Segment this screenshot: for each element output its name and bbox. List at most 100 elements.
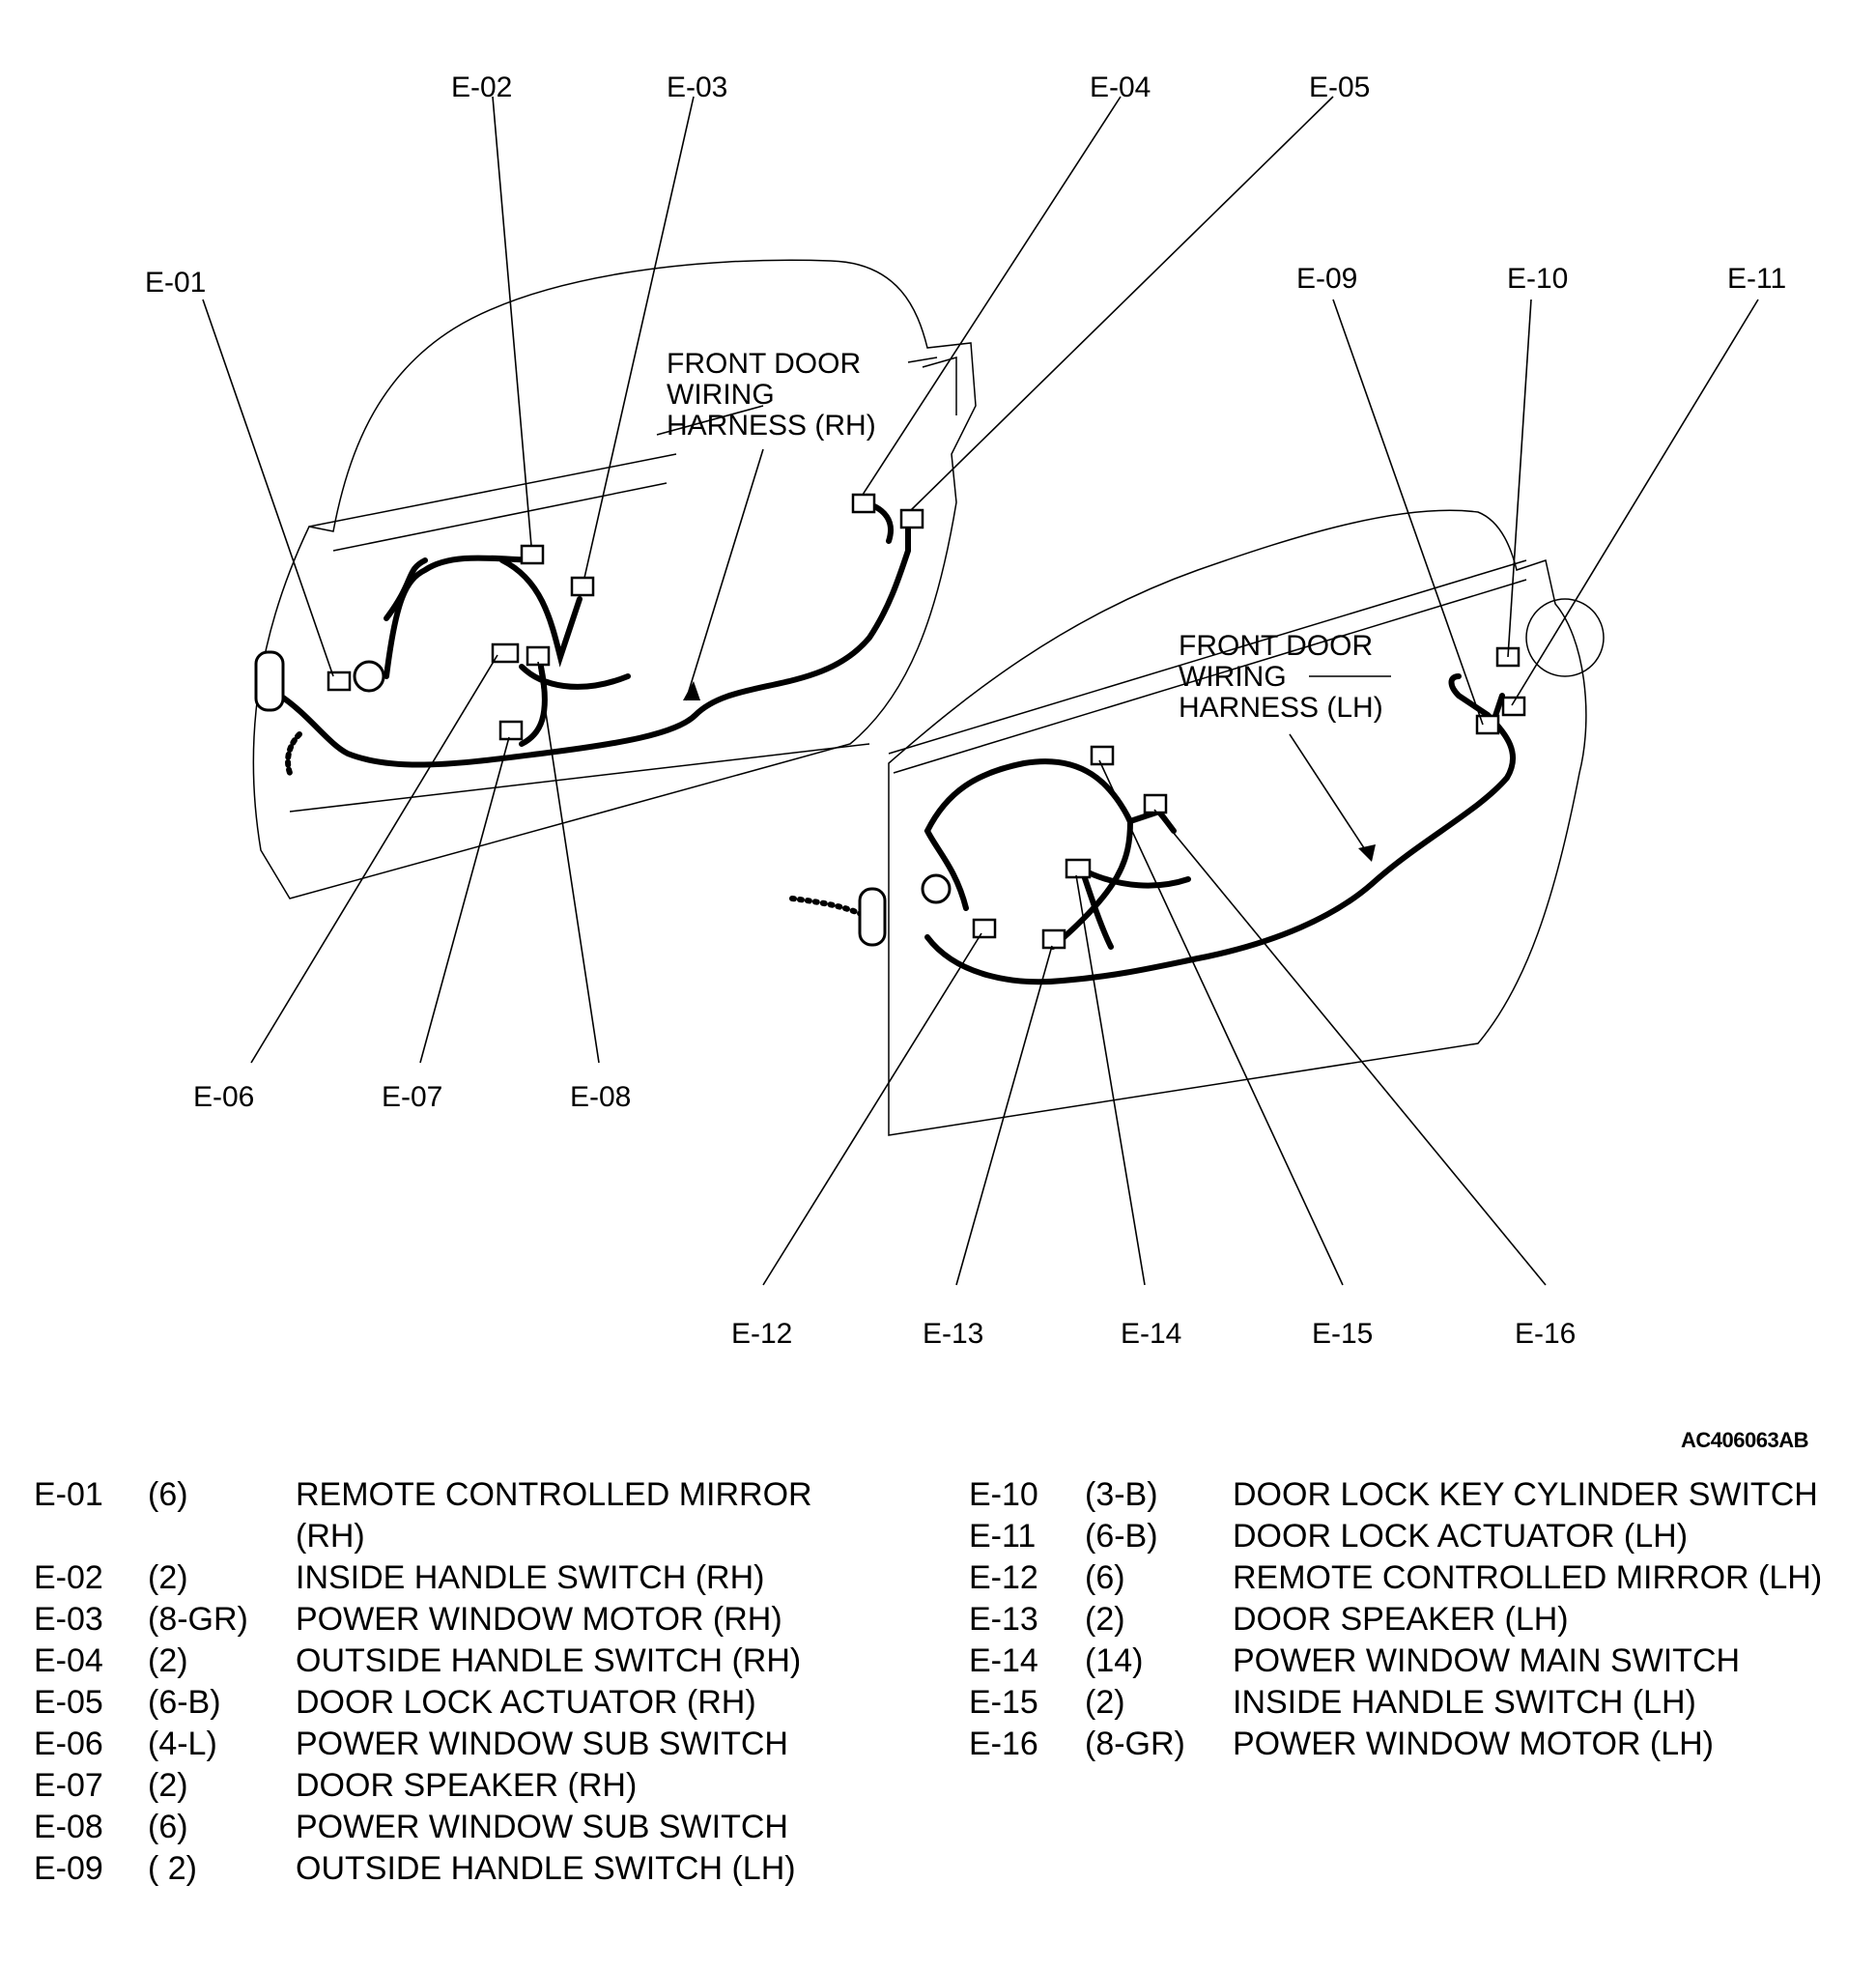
pin-count: (6)	[1085, 1559, 1125, 1596]
legend-row: E-02 (2) INSIDE HANDLE SWITCH (RH)	[34, 1557, 865, 1599]
legend-row: E-08 (6) POWER WINDOW SUB SWITCH	[34, 1807, 865, 1848]
callout-e13: E-13	[923, 1318, 983, 1350]
legend-row: E-10 (3-B) DOOR LOCK KEY CYLINDER SWITCH	[969, 1474, 1838, 1516]
component-name: POWER WINDOW SUB SWITCH	[296, 1809, 788, 1845]
pin-count: (8-GR)	[1085, 1726, 1185, 1762]
rh-arrowhead	[683, 681, 700, 700]
legend-row: E-12 (6) REMOTE CONTROLLED MIRROR (LH)	[969, 1557, 1838, 1599]
component-name: POWER WINDOW MOTOR (RH)	[296, 1601, 782, 1638]
pin-count: (2)	[148, 1559, 188, 1596]
component-name: INSIDE HANDLE SWITCH (RH)	[296, 1559, 765, 1596]
pin-count: (8-GR)	[148, 1601, 248, 1638]
figure-code: AC406063AB	[1681, 1428, 1808, 1452]
pin-count: (6-B)	[1085, 1518, 1158, 1555]
component-name: POWER WINDOW MOTOR (LH)	[1233, 1726, 1714, 1762]
pin-count: (3-B)	[1085, 1476, 1158, 1513]
rh-connectors	[327, 493, 924, 741]
callout-e06: E-06	[193, 1081, 254, 1113]
legend-row: E-07 (2) DOOR SPEAKER (RH)	[34, 1765, 865, 1807]
connector-code: E-15	[969, 1684, 1038, 1721]
connector-code: E-16	[969, 1726, 1038, 1762]
callout-e15: E-15	[1312, 1318, 1373, 1350]
pin-count: (4-L)	[148, 1726, 217, 1762]
pin-count: (2)	[1085, 1684, 1125, 1721]
lh-door-outline	[888, 509, 1605, 1136]
connector-code: E-12	[969, 1559, 1038, 1596]
connector-code: E-04	[34, 1642, 103, 1679]
connector-code: E-06	[34, 1726, 103, 1762]
component-name: REMOTE CONTROLLED MIRROR (LH)	[1233, 1559, 1823, 1596]
legend-row: E-11 (6-B) DOOR LOCK ACTUATOR (LH)	[969, 1516, 1838, 1557]
component-name: OUTSIDE HANDLE SWITCH (RH)	[296, 1642, 802, 1679]
callout-e02: E-02	[451, 71, 512, 103]
connector-code: E-10	[969, 1476, 1038, 1513]
connector-code: E-03	[34, 1601, 103, 1638]
harness-label-lh: FRONT DOOR WIRING HARNESS (LH)	[1179, 630, 1383, 724]
pin-count: (14)	[1085, 1642, 1144, 1679]
callout-e14: E-14	[1121, 1318, 1181, 1350]
connector-code: E-07	[34, 1767, 103, 1804]
callout-labels: E-01 E-02 E-03 E-04 E-05 E-06 E-07 E-08 …	[145, 71, 1786, 1350]
pin-count: (2)	[148, 1642, 188, 1679]
connector-code: E-05	[34, 1684, 103, 1721]
component-name: INSIDE HANDLE SWITCH (LH)	[1233, 1684, 1696, 1721]
leader-lines	[202, 96, 1759, 1286]
legend-row: E-15 (2) INSIDE HANDLE SWITCH (LH)	[969, 1682, 1838, 1724]
svg-text:WIRING: WIRING	[1179, 661, 1287, 693]
wiring-diagram: E-01 E-02 E-03 E-04 E-05 E-06 E-07 E-08 …	[145, 71, 1786, 1350]
legend-left: E-01(6)REMOTE CONTROLLED MIRROR (RH)E-02…	[34, 1474, 865, 1890]
lh-arrowhead	[1358, 844, 1376, 862]
callout-e11: E-11	[1727, 263, 1786, 295]
callout-e16: E-16	[1515, 1318, 1576, 1350]
callout-e04: E-04	[1090, 71, 1151, 103]
legend-row: E-09 ( 2) OUTSIDE HANDLE SWITCH (LH)	[34, 1848, 865, 1890]
connector-code: E-13	[969, 1601, 1038, 1638]
connector-code: E-02	[34, 1559, 103, 1596]
connector-code: E-11	[969, 1518, 1037, 1555]
legend-row: E-05 (6-B) DOOR LOCK ACTUATOR (RH)	[34, 1682, 865, 1724]
svg-text:HARNESS (RH): HARNESS (RH)	[667, 410, 876, 442]
callout-e10: E-10	[1507, 263, 1568, 295]
component-name: DOOR LOCK ACTUATOR (LH)	[1233, 1518, 1689, 1555]
harness-label-rh: FRONT DOOR WIRING HARNESS (RH)	[667, 348, 876, 442]
rh-harness	[277, 499, 911, 768]
component-name: DOOR SPEAKER (LH)	[1233, 1601, 1569, 1638]
connector-code: E-08	[34, 1809, 103, 1845]
legend-row: E-14 (14) POWER WINDOW MAIN SWITCH	[969, 1641, 1838, 1682]
callout-e05: E-05	[1309, 71, 1370, 103]
callout-e07: E-07	[382, 1081, 442, 1113]
connector-code: E-09	[34, 1850, 103, 1887]
pin-count: (6)	[148, 1809, 188, 1845]
svg-text:FRONT DOOR: FRONT DOOR	[1179, 630, 1373, 662]
legend-row: E-06 (4-L) POWER WINDOW SUB SWITCH	[34, 1724, 865, 1765]
legend-row: E-16 (8-GR) POWER WINDOW MOTOR (LH)	[969, 1724, 1838, 1765]
legend-row: E-01(6)REMOTE CONTROLLED MIRROR (RH)	[34, 1474, 865, 1557]
legend-row: E-13 (2) DOOR SPEAKER (LH)	[969, 1599, 1838, 1641]
lh-connectors	[972, 646, 1526, 950]
legend-row: E-03 (8-GR) POWER WINDOW MOTOR (RH)	[34, 1599, 865, 1641]
pin-count: (2)	[148, 1767, 188, 1804]
pin-count: (6-B)	[148, 1684, 221, 1721]
callout-e01: E-01	[145, 267, 206, 299]
component-name: DOOR LOCK KEY CYLINDER SWITCH	[1233, 1476, 1818, 1513]
component-name: POWER WINDOW SUB SWITCH	[296, 1726, 788, 1762]
component-name: OUTSIDE HANDLE SWITCH (LH)	[296, 1850, 796, 1887]
component-name: DOOR LOCK ACTUATOR (RH)	[296, 1684, 756, 1721]
component-name: DOOR SPEAKER (RH)	[296, 1767, 638, 1804]
pin-count: ( 2)	[148, 1850, 197, 1887]
rh-door-outline	[252, 259, 977, 899]
connector-code: E-01	[34, 1476, 103, 1513]
pin-count: (2)	[1085, 1601, 1125, 1638]
svg-text:WIRING: WIRING	[667, 379, 775, 411]
callout-e03: E-03	[667, 71, 727, 103]
callout-e09: E-09	[1296, 263, 1357, 295]
svg-text:FRONT DOOR: FRONT DOOR	[667, 348, 861, 380]
grommets	[254, 650, 952, 947]
svg-text:HARNESS (LH): HARNESS (LH)	[1179, 692, 1383, 724]
component-name: POWER WINDOW MAIN SWITCH	[1233, 1642, 1741, 1679]
callout-e08: E-08	[570, 1081, 631, 1113]
legend-row: E-04 (2) OUTSIDE HANDLE SWITCH (RH)	[34, 1641, 865, 1682]
pin-count: (6)	[148, 1476, 188, 1513]
connector-code: E-14	[969, 1642, 1038, 1679]
